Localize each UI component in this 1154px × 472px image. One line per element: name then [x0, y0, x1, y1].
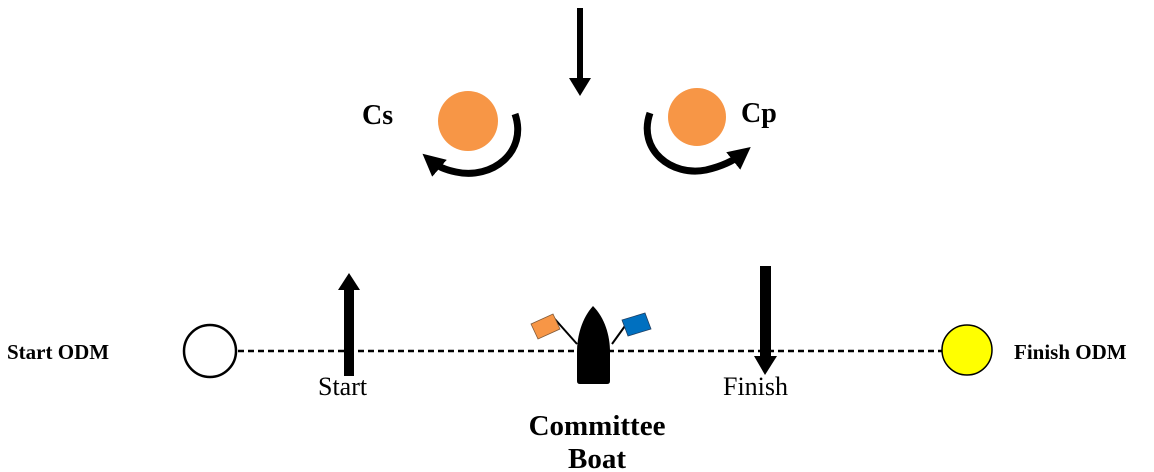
blue-flag-icon [621, 312, 652, 337]
cp-mark [668, 88, 726, 146]
start-label: Start [318, 372, 368, 401]
finish-label: Finish [723, 372, 788, 401]
start-odm-label: Start ODM [7, 340, 109, 364]
finish-odm-label: Finish ODM [1014, 340, 1127, 364]
committee-boat-label-line2: Boat [568, 443, 626, 472]
committee-boat [530, 306, 652, 384]
cs-label: Cs [362, 100, 393, 131]
orange-flag-pole [552, 316, 578, 345]
start-odm-mark [182, 323, 238, 379]
finish-odm-mark [941, 324, 993, 376]
cs-rounding-arrow-icon [422, 112, 522, 177]
wind-arrow-icon [569, 8, 591, 96]
orange-flag-icon [530, 313, 561, 340]
cp-rounding-arrow-icon [643, 111, 751, 175]
boat-icon [577, 306, 610, 384]
cs-mark [438, 91, 498, 151]
finish-arrow-icon [754, 266, 777, 375]
committee-boat-label-line1: Committee [529, 410, 666, 442]
cp-label: Cp [741, 98, 777, 129]
start-arrow-icon [338, 273, 360, 376]
